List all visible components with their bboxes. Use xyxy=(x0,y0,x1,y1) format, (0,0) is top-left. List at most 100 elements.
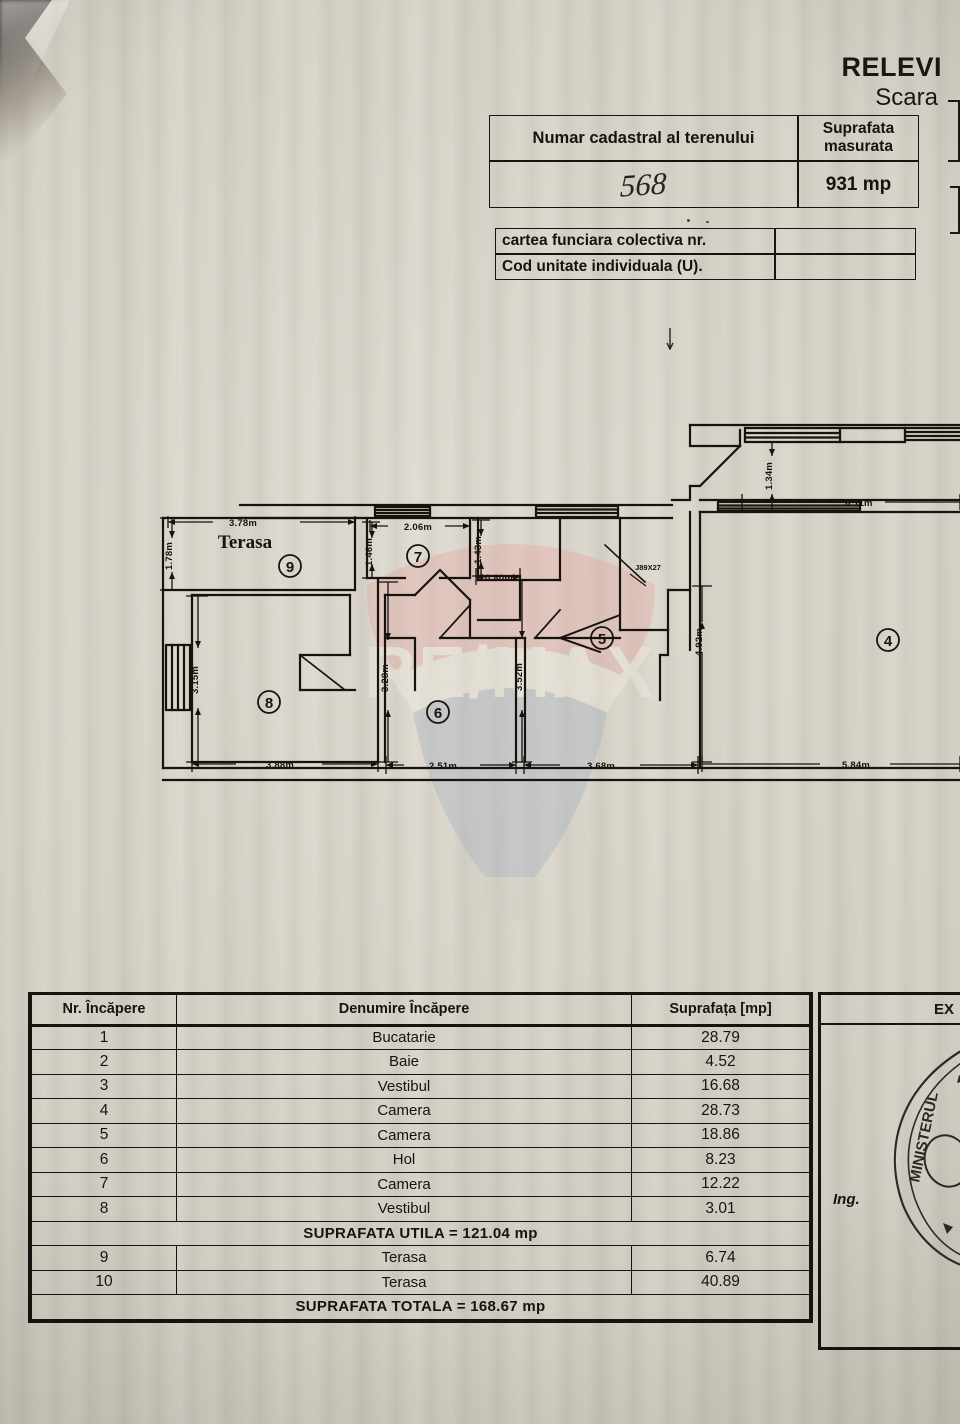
row-area: 12.22 xyxy=(631,1172,810,1197)
col-header-name: Denumire Încăpere xyxy=(176,995,632,1027)
edge-bracket-top xyxy=(948,100,960,162)
door-code-label: J89X27 xyxy=(635,563,661,572)
cadastral-area-cell: 931 mp xyxy=(798,161,919,208)
paper-speck xyxy=(687,219,690,222)
row-name: Camera xyxy=(176,1123,632,1148)
tick-mark xyxy=(666,328,674,355)
page-title: RELEVI xyxy=(841,52,942,82)
row-area: 6.74 xyxy=(631,1245,810,1271)
svg-text:5: 5 xyxy=(598,631,606,648)
dim-5.84m: 5.84m xyxy=(842,760,870,771)
room-marker-4: 4 xyxy=(876,628,900,652)
edge-bracket-mid xyxy=(950,186,960,234)
subtotal-row-unit: mp xyxy=(510,1224,538,1242)
svg-text:6: 6 xyxy=(434,705,442,722)
svg-text:9: 9 xyxy=(286,559,294,576)
total-row-text: SUPRAFATA TOTALA = 168.67 xyxy=(295,1298,518,1316)
row-name: Camera xyxy=(176,1172,632,1197)
cadastral-value-row: 568 931 mp xyxy=(489,161,919,208)
svg-text:7: 7 xyxy=(414,549,422,566)
row-area: 40.89 xyxy=(631,1270,810,1295)
row-nr: 6 xyxy=(31,1147,177,1173)
dim-3.68m: 3.68m xyxy=(587,761,615,772)
dim-2.06m: 2.06m xyxy=(404,522,432,533)
executant-block: EX Ing. MINISTERUL xyxy=(818,992,960,1350)
row-name: Terasa xyxy=(176,1270,632,1295)
cf-row: cartea funciara colectiva nr. xyxy=(495,228,916,254)
cadastral-table: Numar cadastral al terenului Suprafata m… xyxy=(489,115,919,208)
col-header-nr: Nr. Încăpere xyxy=(31,995,177,1027)
dim-1.34m: 1.34m xyxy=(764,462,775,490)
dim-0.80m: 0.80m xyxy=(485,573,513,584)
dim-1.43m: 1.43m xyxy=(473,536,484,564)
row-nr: 1 xyxy=(31,1025,177,1050)
dim-1.46m: 1.46m xyxy=(364,538,375,566)
room-number-markers: 4 5 6 7 8 9 xyxy=(257,544,900,724)
dim-4.92m: 4.92m xyxy=(694,628,705,656)
row-name: Camera xyxy=(176,1098,632,1124)
dim-3.15m: 3.15m xyxy=(190,666,201,694)
unit-code-row: Cod unitate individuala (U). xyxy=(495,254,916,280)
dim-6.11m: 6.11m xyxy=(845,498,872,509)
subtotal-row-cell: SUPRAFATA UTILA = 121.04 mp xyxy=(31,1221,810,1246)
dim-2.51m: 2.51m xyxy=(429,761,457,772)
room-marker-8: 8 xyxy=(257,690,281,714)
room-schedule-table: Nr. Încăpere Denumire Încăpere Suprafața… xyxy=(28,992,813,1323)
cadastral-area-header-line1: Suprafata xyxy=(822,120,895,138)
room-marker-9: 9 xyxy=(278,554,302,578)
cadastral-area-header: Suprafata masurata xyxy=(798,115,919,161)
row-name: Terasa xyxy=(176,1245,632,1271)
terasa-label: Terasa xyxy=(218,532,273,553)
row-area: 18.86 xyxy=(631,1123,810,1148)
executant-header: EX xyxy=(821,995,960,1025)
dim-3.28m: 3.28m xyxy=(380,664,391,692)
unit-code-label: Cod unitate individuala (U). xyxy=(495,254,775,280)
row-nr: 10 xyxy=(31,1270,177,1295)
col-header-area: Suprafața [mp] xyxy=(631,995,810,1027)
cadastral-header-row: Numar cadastral al terenului Suprafata m… xyxy=(489,115,919,161)
row-name: Vestibul xyxy=(176,1196,632,1222)
row-nr: 4 xyxy=(31,1098,177,1124)
row-name: Hol xyxy=(176,1147,632,1173)
cadastral-land-number-cell: 568 xyxy=(489,161,798,208)
row-area: 4.52 xyxy=(631,1049,810,1075)
unit-code-value[interactable] xyxy=(775,254,916,280)
cadastral-measured-area: 931 mp xyxy=(825,173,892,195)
row-area: 3.01 xyxy=(631,1196,810,1222)
dim-1.78m: 1.78m xyxy=(164,542,175,570)
subtotal-row: SUPRAFATA UTILA = 121.04 mp xyxy=(31,1221,810,1246)
plan-dimension-labels: 3.78m 1.78m 2.06m 1.46m 1.43m 0.80m 1.34… xyxy=(164,462,873,772)
dim-3.88m: 3.88m xyxy=(266,760,294,771)
row-name: Bucatarie xyxy=(176,1025,632,1050)
row-nr: 8 xyxy=(31,1196,177,1222)
subtotal-row-text: SUPRAFATA UTILA = 121.04 xyxy=(303,1224,511,1242)
schedule-header-row: Nr. Încăpere Denumire Încăpere Suprafața… xyxy=(31,995,810,1027)
row-area: 16.68 xyxy=(631,1074,810,1099)
room-marker-7: 7 xyxy=(406,544,430,568)
cf-value[interactable] xyxy=(775,228,916,254)
dim-3.52m: 3.52m xyxy=(514,663,525,691)
engineer-label: Ing. xyxy=(833,1191,860,1208)
paper-speck xyxy=(706,221,709,223)
room-marker-5: 5 xyxy=(590,626,614,650)
cadastral-land-header: Numar cadastral al terenului xyxy=(489,115,798,161)
cadastral-land-number: 568 xyxy=(619,164,668,204)
row-area: 8.23 xyxy=(631,1147,810,1173)
row-area: 28.79 xyxy=(631,1025,810,1050)
dim-3.78m: 3.78m xyxy=(229,518,257,529)
svg-text:4: 4 xyxy=(884,633,893,650)
row-nr: 9 xyxy=(31,1245,177,1271)
land-registry-table: cartea funciara colectiva nr. Cod unitat… xyxy=(495,228,916,280)
scale-label: Scara xyxy=(875,84,938,111)
room-marker-6: 6 xyxy=(426,700,450,724)
